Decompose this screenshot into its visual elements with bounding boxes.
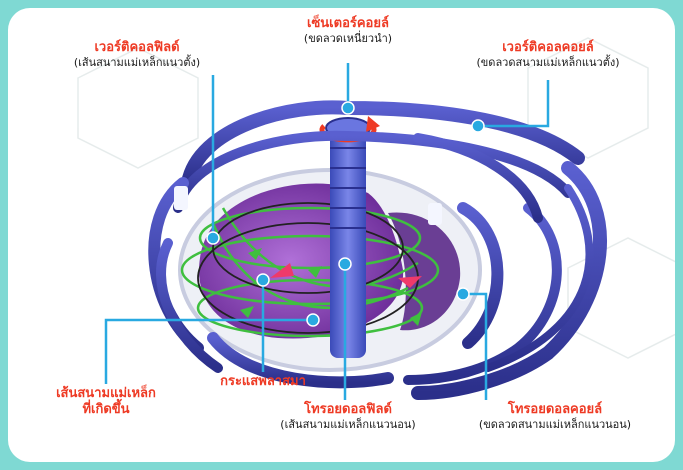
diagram-card: เซ็นเตอร์คอยล์ (ขดลวดเหนี่ยวนำ) เวอร์ติค… [8, 8, 675, 462]
plasma-current-title: กระแสพลาสมา [204, 374, 322, 390]
toroidal-field-title: โทรอยดอลฟิลด์ [260, 402, 436, 418]
central-solenoid-subtitle: (ขดลวดเหนี่ยวนำ) [276, 32, 420, 46]
vertical-coil-subtitle: (ขดลวดสนามแม่เหล็กแนวตั้ง) [448, 56, 648, 70]
toroidal-coil-title: โทรอยดอลคอยล์ [456, 402, 654, 418]
vertical-field-subtitle: (เส้นสนามแม่เหล็กแนวตั้ง) [42, 56, 232, 70]
vertical-coil-title: เวอร์ติคอลคอยล์ [448, 40, 648, 56]
label-plasma-current: กระแสพลาสมา [204, 374, 322, 390]
label-vertical-coil: เวอร์ติคอลคอยล์ (ขดลวดสนามแม่เหล็กแนวตั้… [448, 40, 648, 70]
label-toroidal-field: โทรอยดอลฟิลด์ (เส้นสนามแม่เหล็กแนวนอน) [260, 402, 436, 432]
label-vertical-field: เวอร์ติคอลฟิลด์ (เส้นสนามแม่เหล็กแนวตั้ง… [42, 40, 232, 70]
toroidal-coil-subtitle: (ขดลวดสนามแม่เหล็กแนวนอน) [456, 418, 654, 432]
label-resulting-field: เส้นสนามแม่เหล็ก ที่เกิดขึ้น [36, 386, 176, 419]
toroidal-field-subtitle: (เส้นสนามแม่เหล็กแนวนอน) [260, 418, 436, 432]
central-solenoid [330, 128, 366, 358]
label-toroidal-coil: โทรอยดอลคอยล์ (ขดลวดสนามแม่เหล็กแนวนอน) [456, 402, 654, 432]
vertical-field-title: เวอร์ติคอลฟิลด์ [42, 40, 232, 56]
resulting-field-title-line2: ที่เกิดขึ้น [36, 402, 176, 418]
resulting-field-title-line1: เส้นสนามแม่เหล็ก [36, 386, 176, 402]
central-solenoid-title: เซ็นเตอร์คอยล์ [276, 16, 420, 32]
label-central-solenoid: เซ็นเตอร์คอยล์ (ขดลวดเหนี่ยวนำ) [276, 16, 420, 46]
